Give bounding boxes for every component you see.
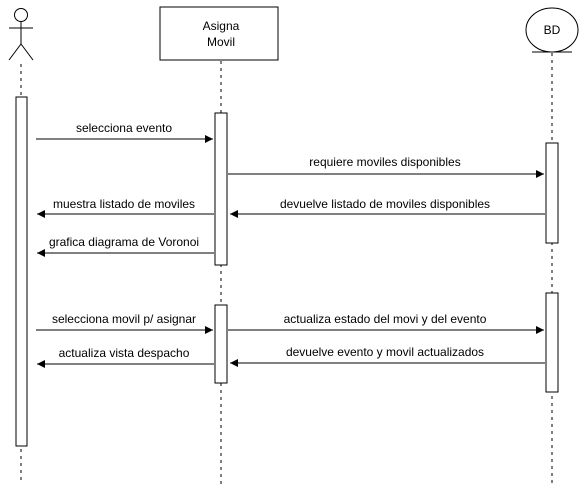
message-label: muestra listado de moviles: [53, 197, 195, 211]
message-m2: requiere moviles disponibles: [228, 155, 544, 178]
actor-head: [14, 8, 28, 22]
asigna-movil-box: [159, 6, 279, 61]
message-label: grafica diagrama de Voronoi: [49, 235, 199, 249]
message-label: selecciona movil p/ asignar: [52, 312, 196, 326]
message-m6: selecciona movil p/ asignar: [36, 312, 213, 334]
bd-participant: BD: [525, 7, 579, 53]
actor-right-leg: [20, 43, 34, 61]
message-m5: grafica diagrama de Voronoi: [37, 235, 214, 257]
message-label: requiere moviles disponibles: [309, 155, 460, 169]
actor-participant: [8, 8, 34, 61]
message-label: selecciona evento: [76, 121, 172, 135]
asigna-movil-label-line1: Asigna: [203, 19, 240, 33]
asigna-movil-participant: Asigna Movil: [159, 6, 279, 61]
bd-activation-2: [545, 292, 559, 393]
message-m9: actualiza vista despacho: [37, 346, 214, 368]
message-label: devuelve evento y movil actualizados: [286, 345, 484, 359]
bd-activation-1: [545, 142, 559, 244]
message-m1: selecciona evento: [36, 121, 213, 143]
bd-label: BD: [544, 23, 561, 37]
message-m4: muestra listado de moviles: [37, 197, 214, 218]
asigna-movil-activation-1: [214, 112, 228, 266]
message-m7: actualiza estado del movi y del evento: [228, 312, 544, 334]
actor-left-leg: [8, 43, 22, 61]
message-label: actualiza estado del movi y del evento: [284, 312, 487, 326]
message-label: actualiza vista despacho: [59, 346, 190, 360]
asigna-movil-activation-2: [214, 304, 228, 384]
message-label: devuelve listado de moviles disponibles: [280, 197, 490, 211]
message-m3: devuelve listado de moviles disponibles: [230, 197, 545, 218]
message-m8: devuelve evento y movil actualizados: [230, 345, 545, 367]
actor-activation: [15, 96, 28, 447]
asigna-movil-label-line2: Movil: [207, 35, 235, 49]
